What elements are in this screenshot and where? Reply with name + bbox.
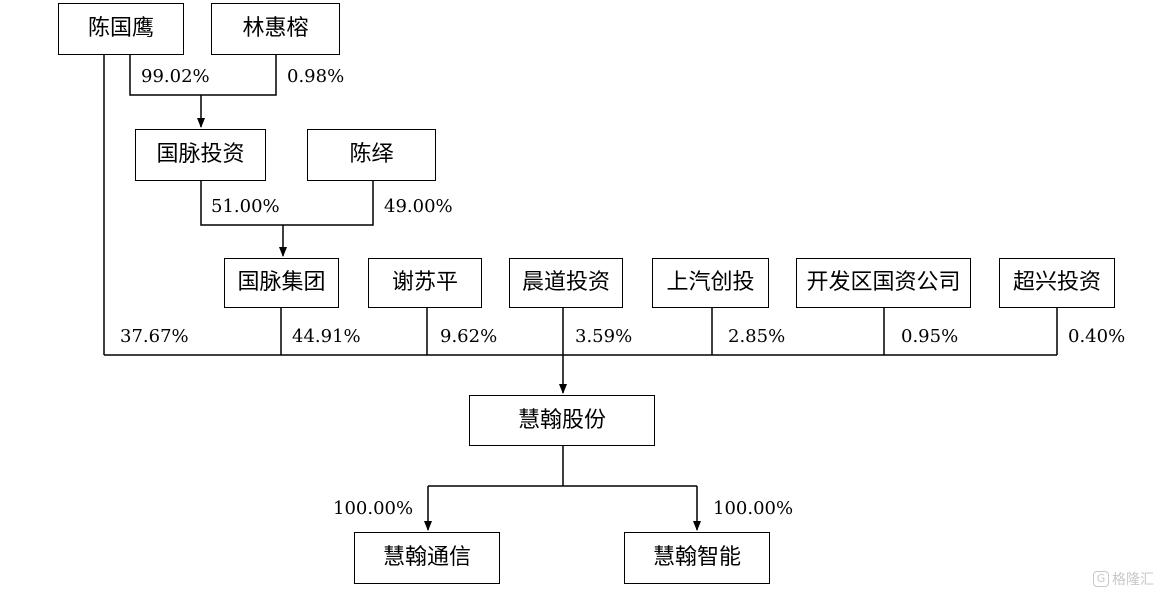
pct-chendao-to-huihan: 3.59%	[575, 326, 633, 347]
pct-dev-zone-to-huihan: 0.95%	[901, 326, 959, 347]
watermark: G 格隆汇	[1093, 569, 1154, 589]
entity-guomai-investment: 国脉投资	[135, 129, 266, 181]
pct-chaoxing-to-huihan: 0.40%	[1068, 326, 1126, 347]
pct-chen-guoying-to-guomai-investment: 99.02%	[141, 66, 210, 87]
entity-dev-zone-state-capital: 开发区国资公司	[796, 258, 971, 308]
entity-chaoxing-investment: 超兴投资	[999, 258, 1115, 308]
entity-chendao-investment: 晨道投资	[509, 258, 623, 308]
entity-saic-venture: 上汽创投	[652, 258, 769, 308]
pct-lin-huirong-to-guomai-investment: 0.98%	[287, 66, 345, 87]
entity-lin-huirong: 林惠榕	[211, 3, 340, 55]
entity-huihan-telecom: 慧翰通信	[354, 532, 500, 584]
pct-guomai-group-to-huihan: 44.91%	[292, 326, 361, 347]
entity-guomai-group: 国脉集团	[224, 258, 339, 308]
pct-chen-guoying-to-huihan: 37.67%	[120, 326, 189, 347]
entity-chen-guoying: 陈国鹰	[58, 3, 184, 55]
entity-xie-suping: 谢苏平	[368, 258, 482, 308]
pct-saic-to-huihan: 2.85%	[728, 326, 786, 347]
entity-chen-yi: 陈绎	[307, 129, 436, 181]
entity-huihan-intelligence: 慧翰智能	[624, 532, 770, 584]
pct-chen-yi-to-guomai-group: 49.00%	[384, 196, 453, 217]
pct-huihan-to-telecom: 100.00%	[333, 498, 414, 519]
connector-chen-lin	[129, 55, 277, 96]
pct-guomai-investment-to-guomai-group: 51.00%	[211, 196, 280, 217]
connector-guomai-chenyi	[200, 181, 374, 226]
pct-huihan-to-intelligence: 100.00%	[713, 498, 794, 519]
watermark-logo-icon: G	[1093, 571, 1109, 587]
pct-xie-suping-to-huihan: 9.62%	[440, 326, 498, 347]
entity-huihan-shares: 慧翰股份	[469, 395, 655, 446]
watermark-text: 格隆汇	[1112, 572, 1154, 588]
